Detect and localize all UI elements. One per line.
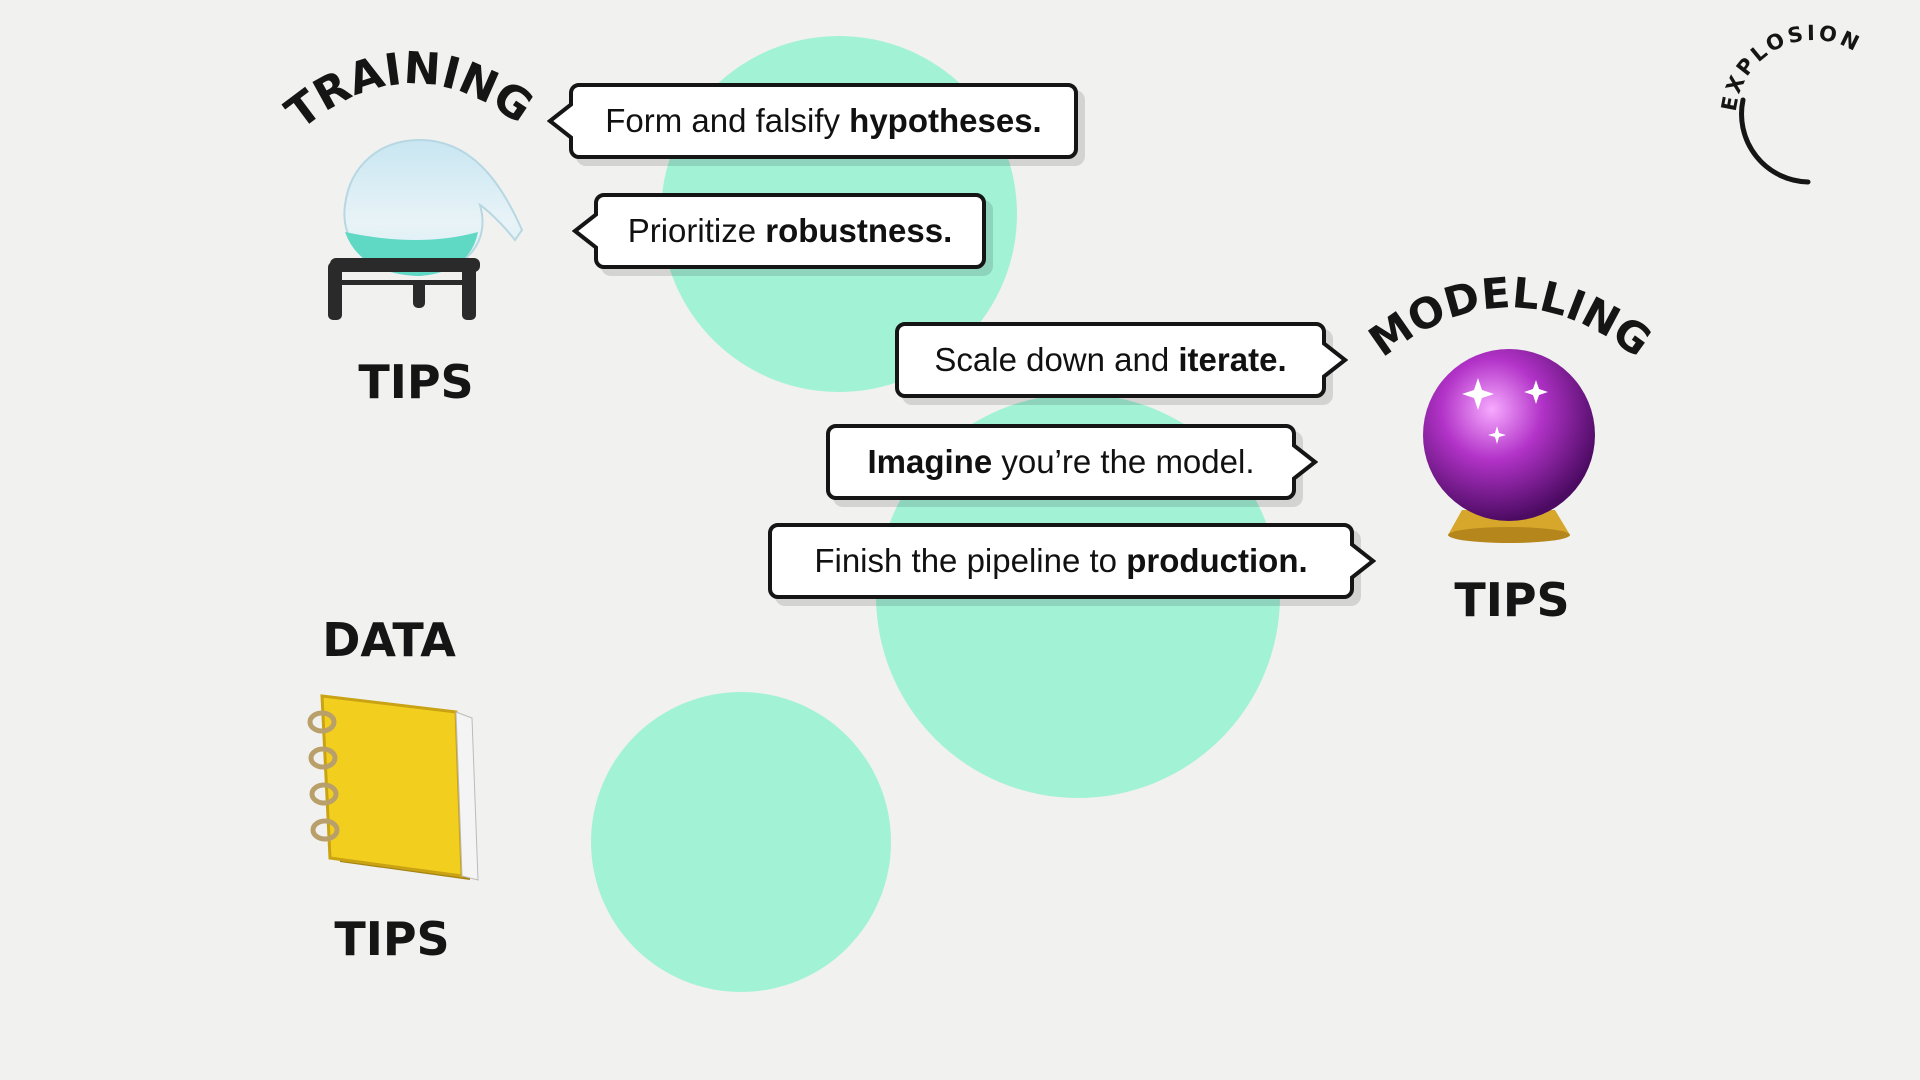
bubble-tail (1350, 541, 1376, 581)
tip-bubble-robustness: Prioritize robustness. (572, 193, 986, 269)
logo-arc (1739, 97, 1811, 185)
tip-text-plain: Prioritize (627, 212, 766, 249)
training-title: TRAINING (276, 43, 541, 139)
data-subtitle: TIPS (334, 912, 449, 966)
tip-text-bold: production. (1126, 542, 1308, 579)
flask-icon (328, 138, 524, 320)
training-subtitle: TIPS (358, 355, 473, 409)
explosion-logo: EXPLOSION (1717, 21, 1866, 113)
tip-bubble-production: Finish the pipeline to production. (768, 523, 1376, 599)
tip-text-bold: Imagine (867, 443, 993, 480)
bubble-tail (572, 211, 598, 251)
tip-text-plain: you’re the model. (992, 443, 1255, 480)
tip-text-bold: iterate. (1178, 341, 1287, 378)
modelling-subtitle: TIPS (1454, 573, 1569, 627)
notebook-icon (307, 694, 479, 881)
crystal-ball-icon (1423, 349, 1595, 543)
tip-text-plain: Finish the pipeline to (814, 542, 1127, 579)
tip-bubble-hypotheses: Form and falsify hypotheses. (547, 83, 1078, 159)
bubble-tail (1292, 442, 1318, 482)
tip-text-plain: Scale down and (934, 341, 1179, 378)
accent-circle (591, 692, 891, 992)
bubble-tail (1322, 340, 1348, 380)
tip-bubble-iterate: Scale down and iterate. (895, 322, 1348, 398)
tip-text-plain: Form and falsify (605, 102, 850, 139)
bubble-tail (547, 101, 573, 141)
data-title: DATA (322, 613, 456, 667)
tip-text-bold: hypotheses. (849, 102, 1042, 139)
tip-bubble-imagine: Imagine you’re the model. (826, 424, 1318, 500)
tip-text-bold: robustness. (765, 212, 953, 249)
